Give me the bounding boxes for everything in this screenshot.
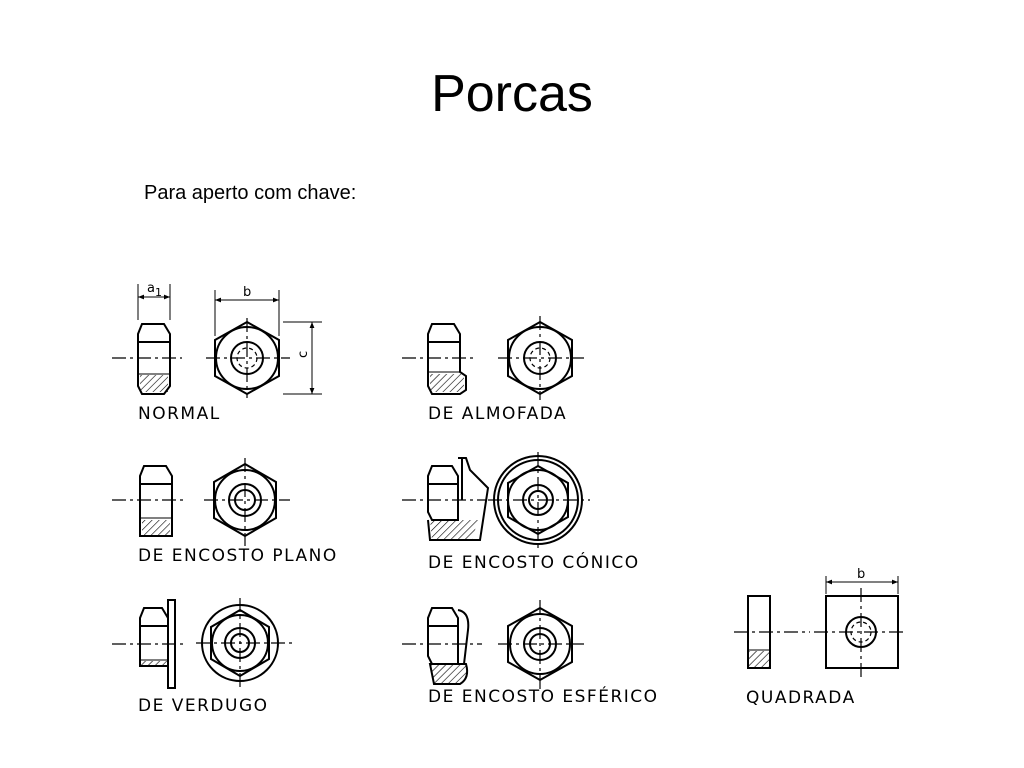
dim-label-b-quadrada: b — [857, 567, 865, 582]
dimension-lines-normal — [137, 284, 322, 395]
nut-encosto-esferico-side-view — [402, 607, 482, 685]
nut-encosto-conico-side-view — [402, 457, 490, 541]
dim-label-a1: a1 — [147, 281, 162, 299]
label-quadrada: QUADRADA — [746, 688, 856, 708]
label-encosto-plano: DE ENCOSTO PLANO — [138, 546, 338, 566]
slide-subtitle: Para aperto com chave: — [144, 182, 357, 204]
slide-title: Porcas — [431, 65, 593, 123]
label-almofada: DE ALMOFADA — [428, 404, 568, 424]
nut-encosto-plano-side-view — [112, 465, 186, 537]
nut-quadrada-front-view — [814, 588, 906, 678]
nut-encosto-plano-front-view — [204, 458, 290, 546]
label-verdugo: DE VERDUGO — [138, 696, 269, 716]
label-encosto-esferico: DE ENCOSTO ESFÉRICO — [428, 687, 659, 707]
nut-almofada-front-view — [498, 316, 584, 400]
nut-encosto-conico-front-view — [488, 452, 590, 550]
nut-almofada-side-view — [402, 323, 474, 395]
dimension-lines-quadrada — [825, 576, 899, 594]
dim-label-c: c — [296, 351, 311, 358]
nut-encosto-esferico-front-view — [498, 600, 584, 690]
label-encosto-conico: DE ENCOSTO CÓNICO — [428, 553, 640, 573]
dim-label-b: b — [243, 285, 251, 300]
nut-normal-front-view — [206, 318, 290, 398]
nut-quadrada-side-view — [734, 595, 810, 669]
nut-verdugo-side-view — [112, 599, 184, 689]
label-normal: NORMAL — [138, 404, 221, 424]
nut-verdugo-front-view — [196, 598, 292, 690]
nut-normal-side-view — [112, 323, 182, 395]
